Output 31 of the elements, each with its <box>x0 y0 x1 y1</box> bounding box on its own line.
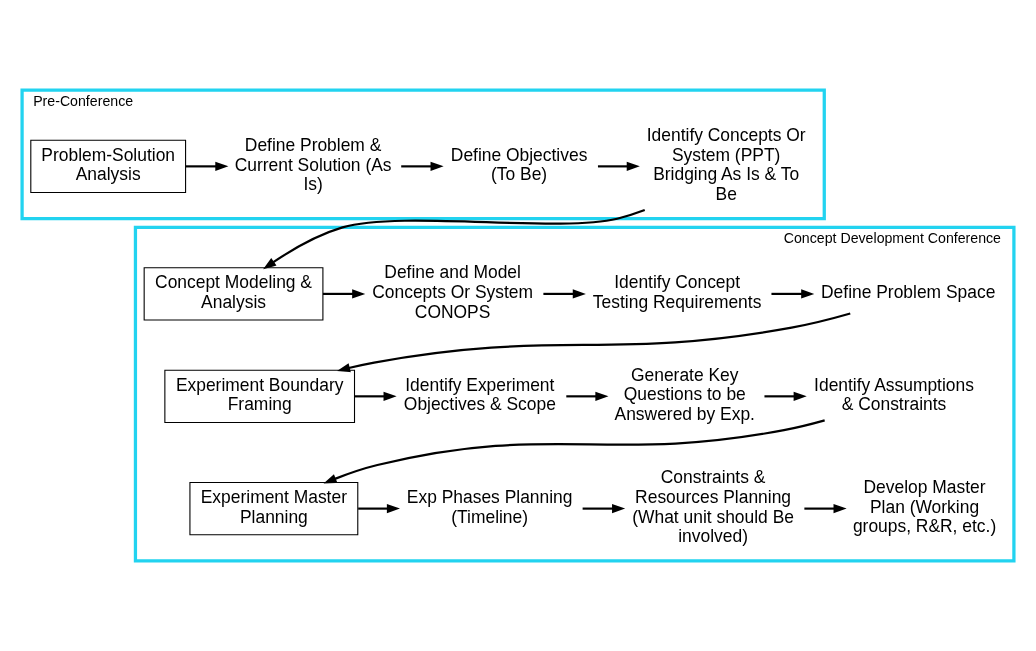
node-box: Concept Modeling & Analysis <box>143 267 324 321</box>
node-text: Define and Model Concepts Or System CONOPS <box>372 262 533 322</box>
arrow <box>566 391 609 401</box>
node-text: Define Problem Space <box>821 282 996 303</box>
arrow <box>764 391 807 401</box>
arrow <box>354 391 397 401</box>
node-text: Define Objectives (To Be) <box>450 144 588 185</box>
arrow <box>582 504 626 514</box>
node-box: Experiment Boundary Framing <box>164 369 356 424</box>
arrow <box>543 289 586 299</box>
arrow <box>804 504 847 514</box>
node-text: Exp Phases Planning (Timeline) <box>406 486 573 527</box>
node-box: Experiment Master Planning <box>189 481 359 536</box>
arrow <box>401 161 444 171</box>
arrow <box>263 209 646 270</box>
arrow <box>337 312 851 373</box>
node-text: Constraints & Resources Planning (What unit should Be involved) <box>632 467 794 547</box>
arrow <box>323 419 825 484</box>
arrow <box>322 289 366 299</box>
arrow <box>597 161 640 171</box>
node-text: Identify Experiment Objectives & Scope <box>403 374 556 415</box>
node-text: Identify Concept Testing Requirements <box>592 272 762 312</box>
arrow <box>771 289 815 299</box>
node-text: Identify Assumptions & Constraints <box>814 374 974 415</box>
node-text: Identify Concepts Or System (PPT) Bridging As Is & To Be <box>646 125 806 204</box>
node-text: Define Problem & Current Solution (As Is) <box>234 134 392 195</box>
arrow <box>358 504 400 514</box>
node-text: Develop Master Plan (Working groups, R&R, etc.) <box>852 477 997 537</box>
node-box: Problem-Solution Analysis <box>30 139 187 194</box>
arrow <box>185 161 229 171</box>
node-text: Generate Key Questions to be Answered by Exp. <box>614 364 755 425</box>
